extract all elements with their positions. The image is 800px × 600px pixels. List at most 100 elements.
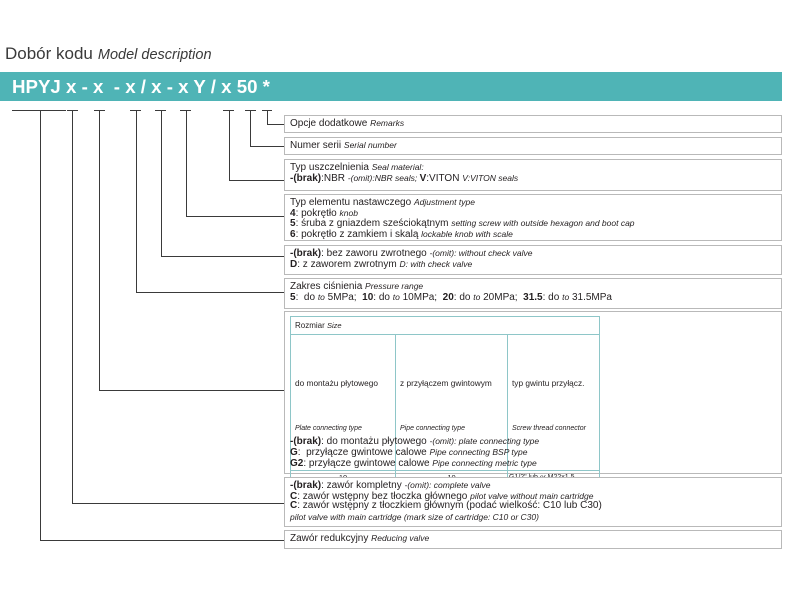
polish-text: Zawór redukcyjny [290, 533, 372, 544]
option-code: G2 [290, 458, 304, 469]
connection-options: -(brak): do montażu płytowego -(omit): p… [290, 436, 539, 469]
connector-seal-material [223, 110, 284, 181]
polish-text: Typ uszczelnienia [290, 162, 372, 173]
polish-text: : zawór wstępny z tłoczkiem głównym (pod… [297, 500, 602, 511]
option-code: G [290, 447, 298, 458]
connector-valve-type [67, 110, 284, 504]
connector-check-valve [155, 110, 284, 257]
description-line: C: zawór wstępny z tłoczkiem głównym (po… [290, 500, 781, 512]
polish-text: 31.5MPa [569, 291, 612, 303]
option-code: 4 [290, 207, 296, 219]
connection-type-box: Rozmiar Size do montażu płytowego Plate … [284, 311, 782, 527]
header-polish: typ gwintu przyłącz. [512, 378, 585, 388]
english-text: lockable knob with scale [421, 228, 513, 239]
description-line: G2: przyłącze gwintowe calowe Pipe conne… [290, 458, 539, 469]
connector-serial-number [245, 110, 284, 147]
english-text: D: with check valve [399, 258, 473, 269]
option-code: D [290, 258, 298, 270]
english-text: to [473, 291, 481, 302]
reducing-valve-box: Zawór redukcyjny Reducing valve [284, 530, 782, 549]
description-line: -(brak): do montażu płytowego -(omit): p… [290, 436, 539, 447]
english-text: -(omit): without check valve [429, 248, 533, 258]
connector-remarks [262, 110, 284, 125]
polish-text: : do [542, 291, 563, 303]
model-code: HPYJ x - x - x / x - x Y / x 50 * [12, 76, 270, 97]
option-code: 31.5 [523, 291, 543, 303]
description-line: C: zawór wstępny bez tłoczka głównego pi… [290, 491, 781, 502]
connector-adjustment-type [180, 110, 284, 217]
polish-text: Numer serii [290, 140, 344, 151]
polish-text: Zakres ciśnienia [290, 281, 366, 292]
english-text: Pressure range [365, 281, 424, 291]
description-line: Zakres ciśnienia Pressure range [290, 281, 781, 292]
size-table-title-row: Rozmiar Size [290, 316, 600, 335]
polish-text: : do [373, 291, 393, 303]
description-line: Numer serii Serial number [290, 140, 781, 151]
polish-text: : z zaworem zwrotnym [297, 258, 400, 270]
option-code: 5 [290, 218, 296, 229]
description-line: 5: śruba z gniazdem sześciokątnym settin… [290, 218, 781, 229]
polish-text: 5MPa; [324, 291, 363, 303]
polish-text: : do montażu płytowego [321, 436, 430, 447]
connector-reducing-valve [12, 110, 284, 541]
english-text: Seal material: [371, 162, 424, 172]
connector-pressure-range [130, 110, 284, 293]
size-table-title: Rozmiar Size [290, 316, 600, 335]
description-line: 4: pokrętło knob [290, 208, 781, 219]
description-line: -(brak):NBR -(omit):NBR seals; V:VITON V… [290, 173, 781, 184]
option-code: C [290, 500, 298, 511]
polish-text: : pokrętło [295, 207, 340, 219]
english-text: -(omit): complete valve [404, 480, 491, 490]
option-code: 10 [362, 291, 374, 303]
header-english: Screw thread connector [512, 425, 586, 432]
polish-text: : przyłącze gwintowe calowe [297, 447, 430, 458]
polish-text: : do [453, 291, 474, 303]
polish-text: : do [295, 291, 318, 303]
option-code: C [290, 490, 298, 502]
polish-text: : przyłącze gwintowe calowe [303, 458, 433, 469]
polish-text: 20MPa; [480, 291, 524, 303]
english-text: pilot valve with main cartridge (mark si… [290, 511, 539, 522]
description-line: 6: pokrętło z zamkiem i skalą lockable k… [290, 229, 781, 240]
english-text: Reducing valve [371, 533, 430, 543]
option-code: 6 [290, 228, 296, 240]
polish-text: 10MPa; [399, 291, 443, 303]
option-code: -(brak) [290, 480, 322, 491]
adjustment-type-box: Typ elementu nastawczego Adjustment type… [284, 194, 782, 241]
english-text: -(omit): plate connecting type [429, 436, 540, 446]
description-line: pilot valve with main cartridge (mark si… [290, 512, 781, 523]
english-text: pilot valve without main cartridge [470, 490, 594, 501]
thread-type-header: typ gwintu przyłącz. Screw thread connec… [507, 334, 600, 471]
connector-connection-type [94, 110, 284, 391]
english-text: to [562, 291, 570, 302]
polish-text: Rozmiar [295, 320, 328, 330]
polish-text: :NBR [321, 172, 348, 184]
english-text: to [392, 291, 400, 302]
description-line: -(brak): bez zaworu zwrotnego -(omit): w… [290, 248, 781, 259]
polish-text: : zawór wstępny bez tłoczka głównego [297, 490, 471, 502]
serial-number-box: Numer serii Serial number [284, 137, 782, 155]
english-text: knob [339, 207, 358, 218]
description-line: Typ elementu nastawczego Adjustment type [290, 197, 781, 208]
option-code: -(brak) [290, 172, 322, 184]
polish-text: :VITON [426, 172, 463, 184]
header-polish: do montażu płytowego [295, 378, 379, 388]
description-line: D: z zaworem zwrotnym D: with check valv… [290, 259, 781, 270]
plate-type-header: do montażu płytowego Plate connecting ty… [290, 334, 396, 471]
english-text: -(omit):NBR seals; [347, 172, 420, 183]
size-table-header-row: do montażu płytowego Plate connecting ty… [290, 334, 600, 471]
check-valve-box: -(brak): bez zaworu zwrotnego -(omit): w… [284, 245, 782, 275]
option-code: 5 [290, 291, 296, 303]
english-text: Pipe connecting BSP type [429, 447, 528, 457]
description-line: Opcje dodatkowe Remarks [290, 118, 781, 129]
option-code: -(brak) [290, 248, 322, 259]
model-code-band: HPYJ x - x - x / x - x Y / x 50 * [0, 72, 782, 101]
remarks-box: Opcje dodatkowe Remarks [284, 115, 782, 133]
polish-text: Typ elementu nastawczego [290, 197, 414, 208]
description-line: 5: do to 5MPa; 10: do to 10MPa; 20: do t… [290, 292, 781, 303]
polish-text: Opcje dodatkowe [290, 118, 371, 129]
english-text: Pipe connecting metric type [432, 458, 537, 468]
